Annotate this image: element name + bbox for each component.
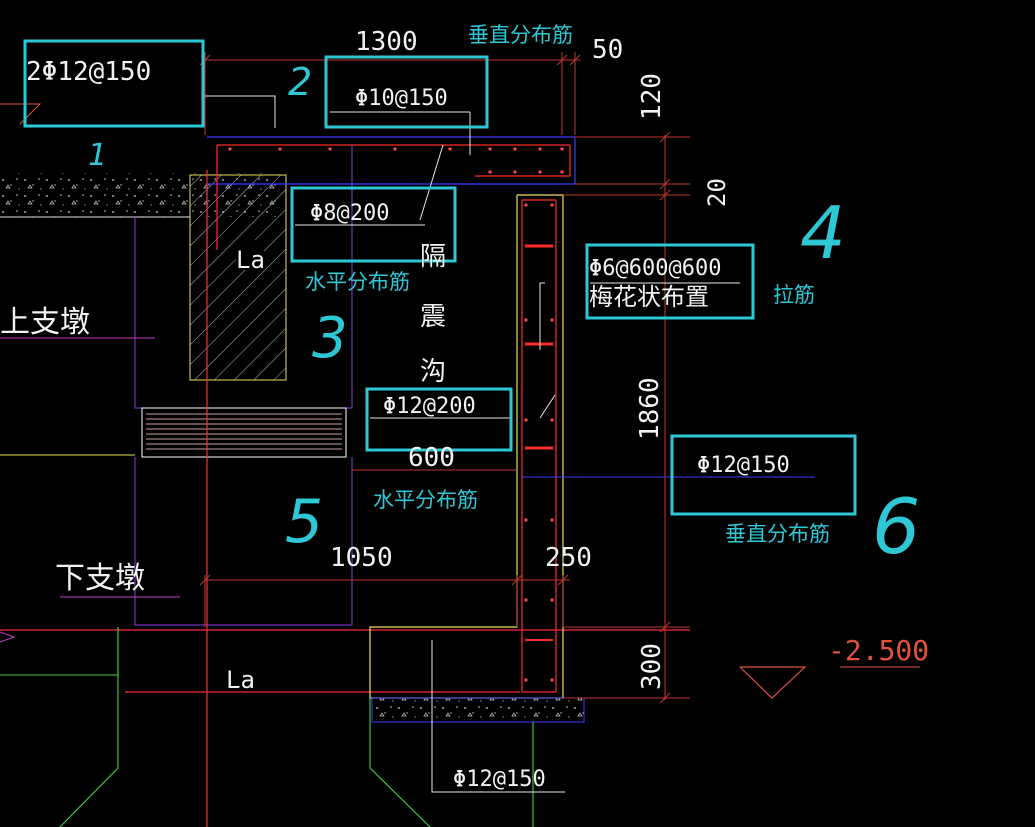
rebar-label-4: Φ6@600@600 [589,256,721,281]
annotation-vertical-top: 垂直分布筋 [468,23,573,47]
annotation-tie-4: 拉筋 [773,283,815,307]
green-outlines [0,627,534,827]
upper-pier-label: 上支墩 [0,305,90,340]
rebar-label-6: Φ12@150 [697,453,790,478]
dim-300: 300 [637,643,667,690]
arrow-marker-icon [0,631,16,643]
rebar-label-5: Φ12@200 [383,394,476,419]
dim-600: 600 [408,443,455,473]
base-concrete [371,697,585,723]
dim-250: 250 [545,543,592,573]
isolation-bearing [141,407,347,458]
rebar-label-4-sub: 梅花状布置 [589,283,709,311]
marker-1: 1 [88,138,107,173]
la-label-bottom: La [226,666,255,694]
upper-pier-hatch [189,174,287,381]
la-label-top: La [236,246,265,274]
dimension-lines [199,52,690,704]
marker-4: 4 [800,191,846,275]
elevation-label: -2.500 [828,634,929,667]
marker-6: 6 [872,482,920,571]
box-2 [324,55,489,129]
box-4 [585,243,755,320]
annotation-horizontal-5: 水平分布筋 [373,488,478,512]
gap-char-2: 震 [420,302,446,332]
dim-1860: 1860 [635,377,665,440]
leader-lines [0,95,920,793]
dim-1050: 1050 [330,543,393,573]
dim-120: 120 [637,73,667,120]
annotation-boxes [23,39,857,516]
level-marker-icon [0,103,42,125]
annotation-horizontal-3: 水平分布筋 [305,270,410,294]
dim-20: 20 [703,178,731,207]
marker-2: 2 [288,60,312,104]
gap-char-3: 沟 [420,357,446,387]
rebar-dots [228,147,564,682]
dim-50: 50 [592,35,623,65]
annotation-vertical-6: 垂直分布筋 [725,522,830,546]
box-6 [670,434,857,516]
marker-5: 5 [285,487,323,557]
rebar-label-7: Φ12@150 [453,767,546,792]
rebar-lines [0,144,690,827]
lower-pier-label: 下支墩 [55,561,145,596]
box-3 [290,186,457,263]
rebar-label-3: Φ8@200 [310,201,389,226]
elevation-marker-icon [739,666,807,699]
box-5 [365,387,513,452]
dim-1300: 1300 [355,27,418,57]
gap-char-1: 隔 [420,242,446,272]
rebar-label-2: Φ10@150 [355,86,448,111]
box-1 [23,39,205,128]
rebar-label-1: 2Φ12@150 [26,57,151,87]
marker-3: 3 [312,306,348,371]
